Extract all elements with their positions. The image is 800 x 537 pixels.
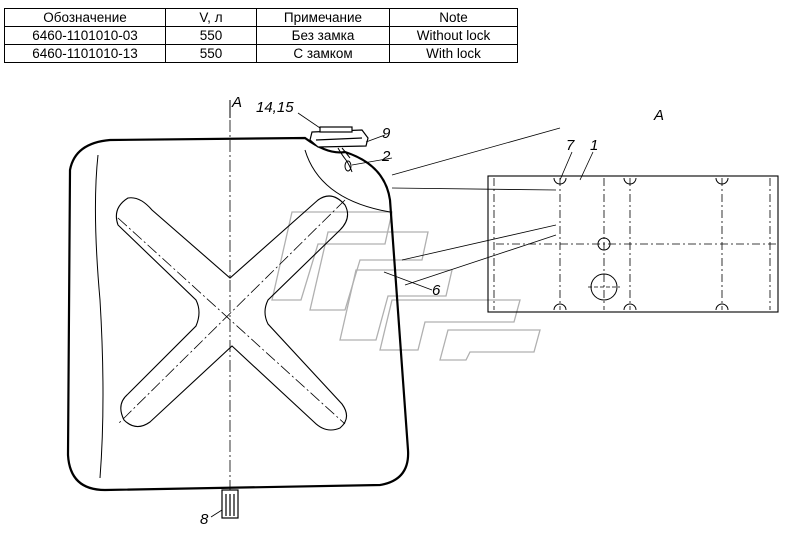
- row-note: With lock: [389, 44, 518, 63]
- spec-table: Обозначение V, л Примечание Note 6460-11…: [4, 8, 518, 63]
- stiffener-x: [115, 195, 349, 431]
- callout-filler: 14,15: [256, 99, 294, 116]
- tank-body: [66, 136, 410, 492]
- callout-lock: 9: [382, 125, 391, 142]
- section-label: A: [231, 94, 242, 111]
- callout-drain: 8: [200, 511, 209, 528]
- row-remark: С замком: [256, 44, 390, 63]
- table-row: 6460-1101010-13 550 С замком With lock: [4, 44, 518, 63]
- center-lines: [117, 100, 346, 500]
- view-label: A: [653, 107, 664, 124]
- callout-band: 1: [590, 137, 598, 154]
- row-volume: 550: [165, 44, 257, 63]
- callout-stiffener: 6: [432, 282, 441, 299]
- watermark-logo: [271, 211, 541, 361]
- drain-plug: [221, 489, 239, 519]
- callout-chain: 2: [381, 148, 391, 165]
- view-a: [487, 175, 779, 313]
- row-designation: 6460-1101010-03: [4, 26, 166, 45]
- callout-bracket: 7: [566, 137, 575, 154]
- leader-lines: [210, 112, 594, 518]
- filler-cap: [309, 126, 369, 148]
- lock-chain: [337, 147, 353, 173]
